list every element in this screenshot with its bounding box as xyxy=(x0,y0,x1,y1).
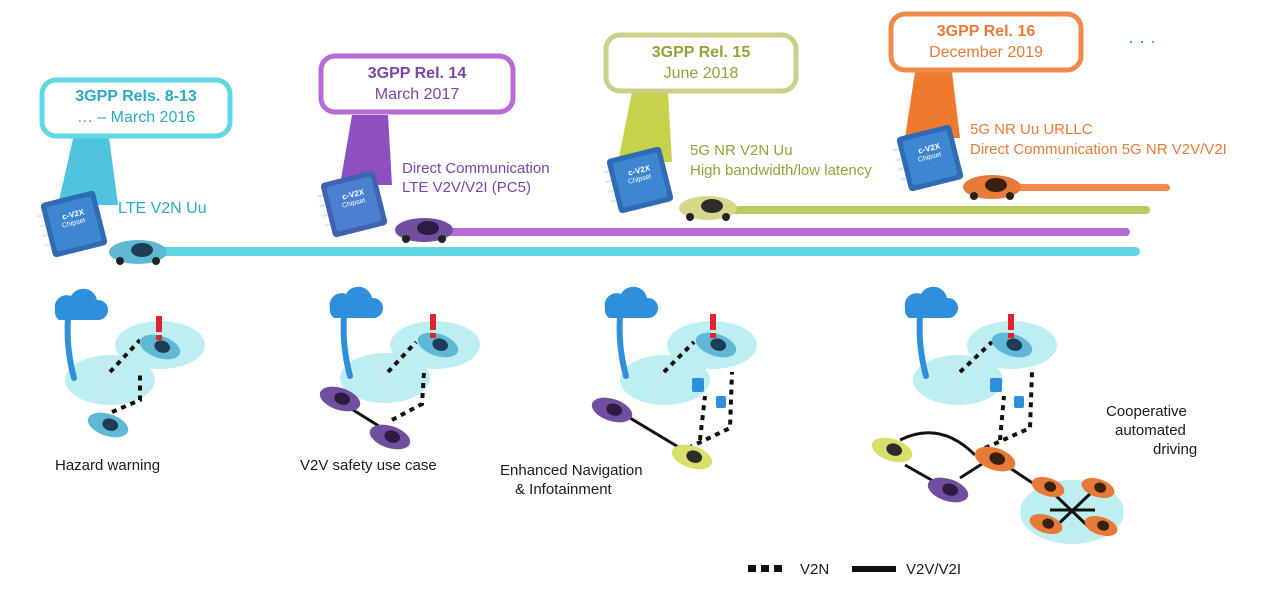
tech-label-rel8: LTE V2N Uu xyxy=(118,200,207,217)
car-icon xyxy=(679,196,737,221)
callout-tail-rel14 xyxy=(340,115,392,185)
warning-icon xyxy=(710,314,716,338)
release-date-rel14: March 2017 xyxy=(374,86,460,103)
tech-label-rel15-line1: 5G NR V2N Uu xyxy=(690,142,793,159)
car-icon xyxy=(671,444,713,470)
cell-tower-icon xyxy=(99,359,113,396)
callout-tail-rel16 xyxy=(905,72,960,138)
timeline-bars xyxy=(150,184,1170,256)
more-releases-ellipsis: · · · xyxy=(1128,31,1156,51)
chipset-icon xyxy=(36,190,108,258)
car-icon xyxy=(417,332,459,358)
use-case-label-cooperative-line3: driving xyxy=(1153,441,1198,458)
car-icon xyxy=(139,334,181,360)
chipset-icon xyxy=(316,170,388,238)
car-icon xyxy=(1031,476,1065,498)
car-icon xyxy=(591,397,633,423)
car-icon xyxy=(871,437,913,463)
car-icon xyxy=(963,175,1021,200)
release-title-rel14: 3GPP Rel. 14 xyxy=(367,65,467,82)
car-icon xyxy=(991,332,1033,358)
use-case-label-cooperative-line2: automated xyxy=(1115,422,1186,439)
legend-v2n-symbol xyxy=(748,565,782,572)
tech-label-rel16-line1: 5G NR Uu URLLC xyxy=(970,121,1093,138)
release-title-rel8: 3GPP Rels. 8-13 xyxy=(75,88,197,105)
callout-tail-rel15 xyxy=(618,92,672,162)
car-icon xyxy=(369,424,411,450)
cell-tower-icon xyxy=(947,357,961,394)
timeline-cars xyxy=(109,175,1021,265)
cloud-icon xyxy=(604,286,659,318)
car-icon xyxy=(395,218,453,243)
car-icon xyxy=(319,386,361,412)
callout-tail-rel8 xyxy=(58,130,118,205)
scenario-hazard-warning xyxy=(54,288,205,438)
car-icon xyxy=(927,477,969,503)
scenario-v2v-safety xyxy=(319,286,480,450)
music-note-icon xyxy=(990,378,1024,408)
tech-label-rel14-line1: Direct Communication xyxy=(402,160,550,177)
warning-icon xyxy=(430,314,436,338)
release-date-rel16: December 2019 xyxy=(929,44,1043,61)
cloud-icon xyxy=(329,286,384,318)
cloud-icon xyxy=(54,288,109,320)
use-case-label-navigation-line1: Enhanced Navigation xyxy=(500,462,643,479)
use-case-label-navigation-line2: & Infotainment xyxy=(515,481,612,498)
cell-tower-icon xyxy=(653,357,667,394)
callout-box-rel16 xyxy=(888,11,1084,73)
use-case-label-cooperative-line1: Cooperative xyxy=(1106,403,1187,420)
car-icon xyxy=(1084,515,1118,537)
timeline-bar-rel14 xyxy=(440,228,1130,236)
music-note-icon xyxy=(692,378,726,408)
tech-label-rel16-line2: Direct Communication 5G NR V2V/V2I xyxy=(970,141,1227,158)
legend-v2n-label: V2N xyxy=(800,561,830,578)
cell-tower-icon xyxy=(375,357,389,394)
chipset-icon xyxy=(892,124,964,192)
use-case-label-v2v-safety: V2V safety use case xyxy=(300,457,437,474)
chipset-icon xyxy=(602,146,674,214)
use-case-label-hazard: Hazard warning xyxy=(55,457,161,474)
chipsets xyxy=(36,124,964,258)
legend-v2v-label: V2V/V2I xyxy=(906,561,962,578)
scenario-cooperative-driving xyxy=(871,286,1124,544)
car-icon xyxy=(109,240,167,265)
timeline-bar-rel15 xyxy=(725,206,1150,214)
release-date-rel8: … – March 2016 xyxy=(76,109,196,126)
warning-icon xyxy=(156,316,162,340)
scenario-navigation-infotainment xyxy=(591,286,757,470)
release-title-rel15: 3GPP Rel. 15 xyxy=(651,44,751,61)
release-date-rel15: June 2018 xyxy=(663,65,739,82)
timeline-bar-rel8 xyxy=(150,247,1140,256)
tech-label-rel14-line2: LTE V2V/V2I (PC5) xyxy=(402,179,531,196)
car-icon xyxy=(695,332,737,358)
car-icon xyxy=(1029,513,1063,535)
legend-v2v-symbol xyxy=(852,566,896,572)
car-icon xyxy=(87,412,129,438)
car-icon xyxy=(1081,477,1115,499)
warning-icon xyxy=(1008,314,1014,338)
release-callouts xyxy=(39,11,1084,205)
callout-box-rel15 xyxy=(603,32,799,94)
callout-box-rel14 xyxy=(318,53,516,115)
release-title-rel16: 3GPP Rel. 16 xyxy=(936,23,1036,40)
tech-label-rel15-line2: High bandwidth/low latency xyxy=(690,162,872,179)
timeline-bar-rel16 xyxy=(1000,184,1170,191)
callout-box-rel8 xyxy=(39,77,233,139)
car-icon xyxy=(974,446,1016,472)
cloud-icon xyxy=(904,286,959,318)
legend-symbols xyxy=(748,565,896,572)
